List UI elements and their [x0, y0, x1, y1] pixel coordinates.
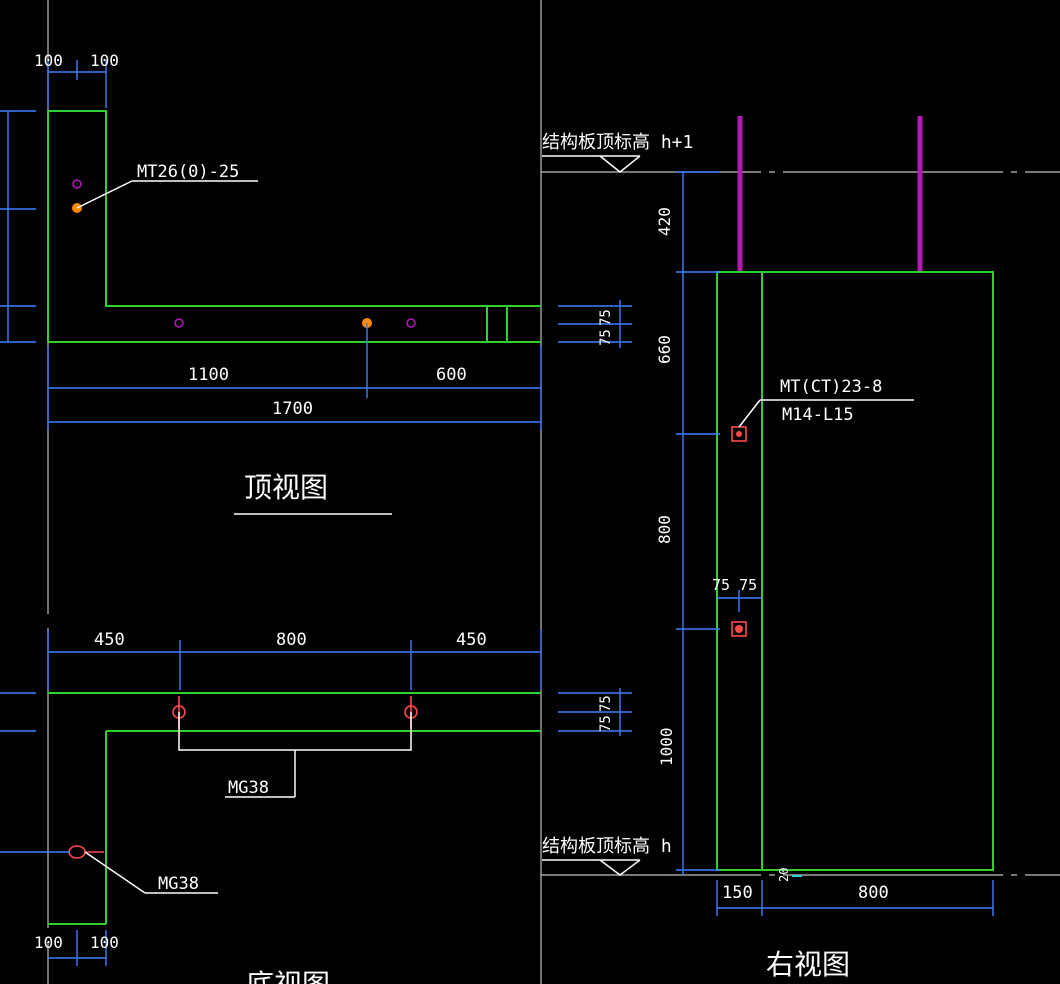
right-view-title: 右视图 — [766, 948, 850, 981]
bolt-hole-icon — [174, 318, 184, 328]
label-anchor-1: MT(CT)23-8 — [780, 377, 882, 397]
right-view-outline — [716, 271, 994, 871]
top-view-dim-top: 100 100 — [34, 51, 119, 108]
dim-1700: 1700 — [272, 399, 313, 419]
dim-bottom-right: 100 — [90, 933, 119, 952]
label-mg-1: MG38 — [228, 778, 269, 798]
dim-bottom-left: 100 — [34, 933, 63, 952]
label-mg-2: MG38 — [158, 874, 199, 894]
label-bottom-level: 结构板顶标高 h — [542, 836, 672, 857]
right-view-dim-vertical: 420 660 800 1000 — [655, 171, 720, 875]
bolt-hole-icon — [406, 318, 416, 328]
dim-660: 660 — [655, 335, 674, 364]
anchor-plate-icon — [731, 621, 747, 637]
dim-75-75: 75 75 — [712, 576, 757, 594]
dim-side-75-a: 75 — [598, 309, 614, 326]
anchor-bar-icon — [68, 845, 86, 859]
dim-450-right: 450 — [456, 630, 487, 650]
dim-side-75-d: 75 — [598, 715, 614, 732]
top-view-title: 顶视图 — [244, 471, 328, 504]
bottom-view-dim-right: 75 75 — [558, 688, 632, 736]
label-top-level: 结构板顶标高 h+1 — [542, 132, 693, 153]
bottom-view-dim-top: 450 800 450 — [47, 630, 542, 690]
dim-150: 150 — [722, 883, 753, 903]
dim-top-right: 100 — [90, 51, 119, 70]
dim-side-75-b: 75 — [598, 329, 614, 346]
dim-1100: 1100 — [188, 365, 229, 385]
bottom-view-outline — [48, 692, 541, 925]
bottom-view-title: 底视图 — [246, 968, 330, 984]
label-anchor-2: M14-L15 — [782, 405, 854, 425]
dim-600: 600 — [436, 365, 467, 385]
top-view: 100 100 MT26(0)-25 1100 600 17 — [0, 51, 632, 515]
dim-420: 420 — [655, 207, 674, 236]
right-view-dim-bottom: 150 800 — [716, 880, 994, 916]
dim-1000: 1000 — [657, 727, 676, 766]
top-view-outline — [47, 110, 541, 343]
bolt-hole-icon — [72, 179, 82, 189]
dim-800: 800 — [276, 630, 307, 650]
label-embed: MT26(0)-25 — [137, 162, 239, 182]
top-view-dim-left — [0, 110, 36, 343]
dim-450-left: 450 — [94, 630, 125, 650]
dim-20: 20 — [777, 868, 791, 882]
dim-top-left: 100 — [34, 51, 63, 70]
top-view-dim-bottom: 1100 600 1700 — [47, 346, 542, 430]
dim-side-75-c: 75 — [598, 695, 614, 712]
bottom-view: 450 800 450 MG38 MG38 75 75 — [0, 630, 632, 984]
bottom-view-dim-bottom: 100 100 — [34, 930, 119, 966]
dim-800-vert: 800 — [655, 515, 674, 544]
top-view-dim-right: 75 75 — [558, 300, 632, 348]
dim-800-horiz: 800 — [858, 883, 889, 903]
right-view: 结构板顶标高 h+1 结构板顶标高 h 420 660 800 1000 — [541, 116, 1060, 981]
